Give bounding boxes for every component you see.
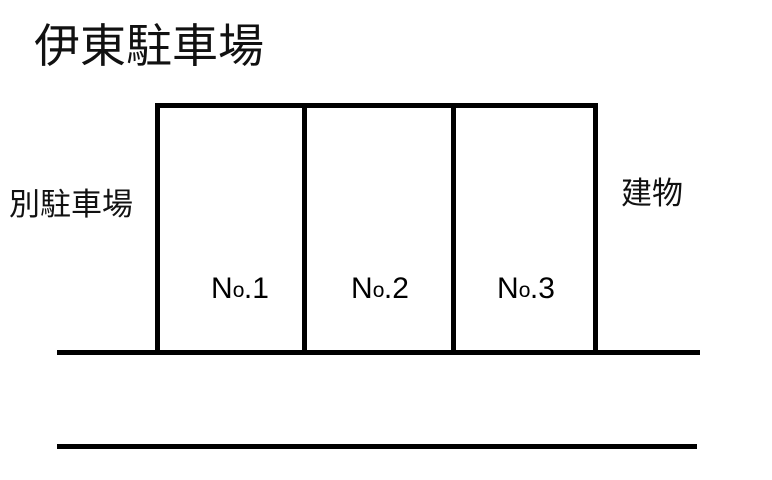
stall-divider-2: [451, 103, 456, 353]
stall-3-prefix: N: [497, 272, 519, 305]
stall-label-3: No.3: [466, 272, 586, 308]
stall-3-superscript: o: [518, 279, 531, 302]
road-line-upper: [57, 350, 700, 355]
stall-1-superscript: o: [232, 279, 245, 302]
stall-1-prefix: N: [211, 272, 233, 305]
stall-2-superscript: o: [372, 279, 385, 302]
road-line-lower: [57, 444, 697, 449]
stall-divider-1: [302, 103, 307, 353]
stall-3-number: .3: [529, 272, 555, 305]
page-title: 伊東駐車場: [34, 20, 264, 72]
parking-block-outline: [155, 103, 598, 353]
stall-2-prefix: N: [351, 272, 373, 305]
stall-label-1: No.1: [180, 272, 300, 308]
stall-2-number: .2: [383, 272, 409, 305]
label-building: 建物: [621, 176, 683, 211]
stall-label-2: No.2: [320, 272, 440, 308]
stall-1-number: .1: [243, 272, 269, 305]
label-adjacent-parking: 別駐車場: [9, 187, 133, 222]
